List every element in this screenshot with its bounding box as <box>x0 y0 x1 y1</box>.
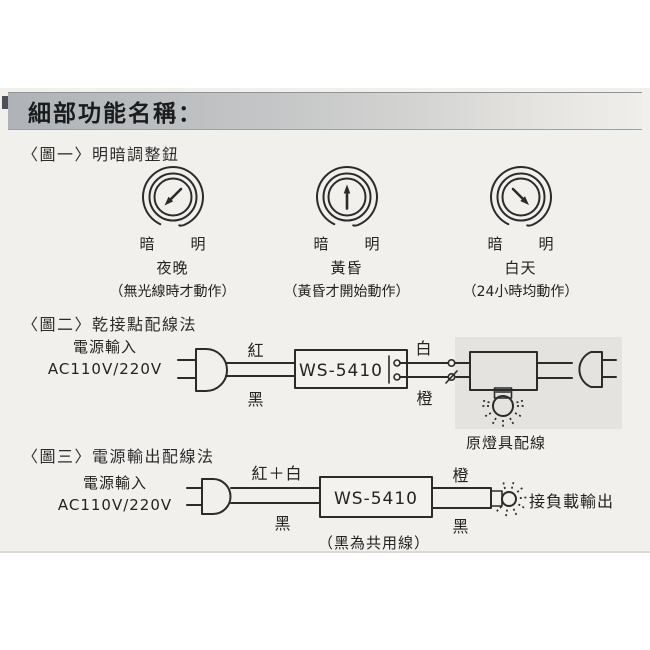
dial-knob-dusk-icon <box>315 166 378 227</box>
dial-mode-caption: （24小時均動作） <box>462 284 579 300</box>
device-label: WS-5410 <box>299 361 383 381</box>
red-white-wire-label: 紅＋白 <box>251 464 302 483</box>
dial-ring-inner <box>153 177 192 217</box>
black-wire-label: 黑 <box>247 390 264 409</box>
contact-point <box>447 358 456 367</box>
dial-outer-arc <box>315 166 378 227</box>
lamp-bulb-icon <box>492 387 514 417</box>
power-input-text: 電源輸入 <box>82 474 147 492</box>
dial-outer-arc <box>489 166 552 227</box>
dial-pointer-arrow-down-right <box>511 187 529 205</box>
device-box: WS-5410 <box>294 349 408 389</box>
dial-ring-outer <box>496 172 545 222</box>
dial-group-night: 暗 明 夜晚 （無光線時才動作） <box>96 163 249 301</box>
device-note: （黑為共用線） <box>318 534 430 552</box>
black-wire-left-label: 黑 <box>274 514 291 533</box>
white-wire-label: 白 <box>415 339 432 358</box>
output-bulb-icon <box>490 490 517 507</box>
dial-group-day: 暗 明 白天 （24小時均動作） <box>444 163 597 301</box>
figure2-title: 〈圖二〉乾接點配線法 <box>22 315 198 334</box>
dial-knob-night-icon <box>141 166 204 227</box>
figure2-wiring-diagram: 紅 黑 WS-5410 白 橙 <box>177 337 622 452</box>
dial-mode-label: 夜晚 <box>156 259 189 277</box>
dial-ring-outer <box>148 172 197 222</box>
section-header-bar: 細部功能名稱： <box>8 92 642 130</box>
dial-ring-inner <box>327 177 366 217</box>
dial-pointer-arrow-up <box>343 184 350 210</box>
output-cable <box>431 487 492 509</box>
page-title: 細部功能名稱： <box>28 101 203 127</box>
light-rays <box>482 399 524 427</box>
voltage-text: AC110V/220V <box>57 495 173 514</box>
dial-dark-label: 暗 <box>487 235 503 253</box>
dial-group-dusk: 暗 明 黃昏 （黃昏才開始動作） <box>270 163 423 301</box>
figure3-wiring-diagram: 紅＋白 黑 WS-5410 （黑為共用線） 橙 黑 接負載輸出 <box>186 464 614 552</box>
red-wire-label: 紅 <box>247 341 264 360</box>
device-box: WS-5410 <box>319 476 433 518</box>
voltage-text: AC110V/220V <box>47 359 163 378</box>
page-edge-mark <box>2 96 11 109</box>
dial-pointer-arrow-down-left <box>164 187 182 206</box>
device-label: WS-5410 <box>334 489 418 509</box>
figure3-title: 〈圖三〉電源輸出配線法 <box>22 447 215 466</box>
power-plug-icon <box>186 478 232 515</box>
dial-scale-night: 暗 明 <box>140 233 206 254</box>
dial-bright-label: 明 <box>190 235 206 253</box>
orange-wire-label: 橙 <box>416 389 433 408</box>
figure2-power-input-label: 電源輸入 AC110V/220V <box>40 337 170 381</box>
dial-illustrations-row: 暗 明 夜晚 （無光線時才動作） 暗 明 黃昏 （黃昏才開始動作） <box>96 163 597 301</box>
lamp-caption: 原燈具配線 <box>466 434 546 452</box>
figure3-power-input-label: 電源輸入 AC110V/220V <box>50 473 180 517</box>
scanned-paper-background <box>0 88 650 553</box>
dial-ring-outer <box>322 172 371 222</box>
dial-ring-inner <box>501 177 540 217</box>
black-wire-right-label: 黑 <box>452 517 469 536</box>
power-input-text: 電源輸入 <box>72 338 137 356</box>
lamp-fixture-shaded-area <box>455 337 622 429</box>
light-rays <box>494 480 528 518</box>
lamp-plug-icon <box>578 351 617 388</box>
dial-dark-label: 暗 <box>139 235 155 253</box>
output-label: 接負載輸出 <box>529 492 614 511</box>
dial-mode-label: 黃昏 <box>330 259 363 277</box>
figure1-title: 〈圖一〉明暗調整鈕 <box>22 145 180 164</box>
dial-knob-day-icon <box>489 166 552 227</box>
dial-dark-label: 暗 <box>313 235 329 253</box>
dial-bright-label: 明 <box>538 235 554 253</box>
dial-scale-day: 暗 明 <box>488 233 554 254</box>
orange-wire-label: 橙 <box>452 466 469 485</box>
dial-mode-label: 白天 <box>504 259 537 277</box>
dial-mode-caption: （無光線時才動作） <box>109 284 236 300</box>
lamp-fixture-body <box>469 351 573 391</box>
dial-scale-dusk: 暗 明 <box>314 233 380 254</box>
dial-mode-caption: （黃昏才開始動作） <box>283 284 410 300</box>
dial-bright-label: 明 <box>364 235 380 253</box>
switch-blade <box>445 370 458 384</box>
power-plug-icon <box>177 348 228 392</box>
dial-outer-arc <box>141 166 204 227</box>
